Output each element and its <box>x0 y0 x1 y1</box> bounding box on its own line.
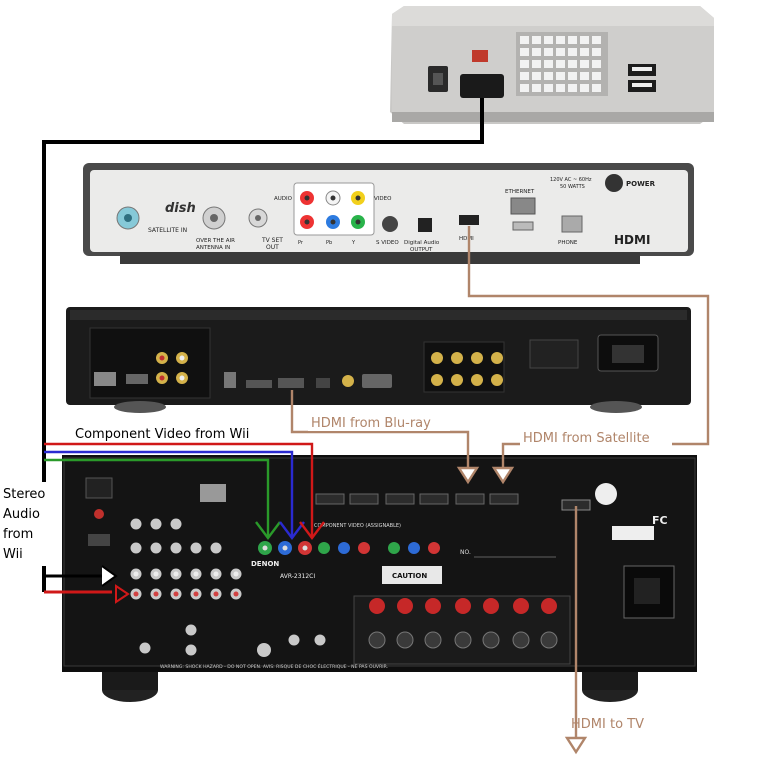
component-green-cable <box>44 458 270 536</box>
wii-av-cable <box>42 98 484 592</box>
svg-text:50 WATTS: 50 WATTS <box>560 184 585 190</box>
s-video-jack <box>382 216 398 232</box>
phone-port <box>561 215 583 233</box>
svg-text:Y: Y <box>351 240 356 246</box>
svg-text:120V AC ~ 60Hz: 120V AC ~ 60Hz <box>550 177 592 183</box>
tv-set-out-label: TV SET <box>261 237 283 244</box>
svg-text:ANTENNA IN: ANTENNA IN <box>196 245 230 251</box>
component-video-inputs <box>258 541 440 555</box>
speaker-terminals <box>353 595 571 665</box>
bluray-ethernet <box>94 372 116 386</box>
component-blue-cable <box>44 450 294 536</box>
dish-logo: dish <box>165 201 196 216</box>
video-label: VIDEO <box>374 196 392 202</box>
svg-text:Pb: Pb <box>326 240 332 246</box>
svg-text:PHONE: PHONE <box>558 240 578 246</box>
csa-logo <box>595 483 617 505</box>
bluray-hdmi-port <box>278 378 304 388</box>
svg-text:POWER: POWER <box>626 180 656 188</box>
bluray-hdmi-out <box>126 374 148 384</box>
digital-audio-port <box>418 218 432 232</box>
hdmi-logo: HDMI <box>614 233 650 247</box>
power-button <box>605 174 623 192</box>
svg-text:NO.: NO. <box>460 549 471 556</box>
receiver-model: AVR-2312CI <box>280 573 315 580</box>
svg-text:OUT: OUT <box>266 244 279 251</box>
component-red-cable <box>44 442 314 536</box>
svg-text:S VIDEO: S VIDEO <box>376 240 399 246</box>
fc-logo: FC <box>652 514 668 527</box>
label-stereo-audio-line: Stereo <box>3 487 45 502</box>
hdmi-bluray-cable <box>290 390 470 474</box>
svg-text:CAUTION: CAUTION <box>392 572 427 580</box>
receiver-brand: DENON <box>251 560 279 568</box>
satellite-receiver: dish SATELLITE IN OVER THE AIR ANTENNA I… <box>83 163 694 264</box>
component-video-label: COMPONENT VIDEO (ASSIGNABLE) <box>314 523 401 529</box>
receiver-ethernet-port <box>200 484 226 502</box>
ethernet-port <box>510 197 536 215</box>
ota-antenna-label: OVER THE AIR <box>196 238 235 244</box>
receiver-hdmi-inputs <box>315 493 519 505</box>
wii-av-multi-out <box>460 74 504 98</box>
svg-text:OUTPUT: OUTPUT <box>410 247 433 253</box>
label-hdmi-satellite: HDMI from Satellite <box>523 431 650 446</box>
hdmi-port <box>459 215 479 225</box>
wii-av-marker <box>472 50 488 62</box>
svg-text:Digital Audio: Digital Audio <box>404 240 440 246</box>
svg-text:Pr: Pr <box>298 240 304 246</box>
hdmi-satellite-cable <box>467 226 710 474</box>
wii-console <box>390 6 714 124</box>
audio-label: AUDIO <box>274 196 293 202</box>
receiver-rca-jacks <box>130 518 326 657</box>
av-receiver: COMPONENT VIDEO (ASSIGNABLE) DENON AVR-2… <box>62 455 697 702</box>
svg-text:WARNING: SHOCK HAZARD - DO NOT: WARNING: SHOCK HAZARD - DO NOT OPEN. AVI… <box>160 662 388 670</box>
svg-text:HDMI: HDMI <box>459 236 474 242</box>
usb-port <box>512 221 534 231</box>
label-hdmi-bluray: HDMI from Blu-ray <box>311 416 431 431</box>
satellite-in-label: SATELLITE IN <box>148 227 187 234</box>
label-hdmi-tv: HDMI to TV <box>571 717 644 732</box>
wii-vent-grid <box>516 32 608 96</box>
bluray-player <box>66 307 691 413</box>
label-stereo-audio: Stereo Audio from Wii <box>3 487 50 562</box>
svg-text:ETHERNET: ETHERNET <box>505 189 535 195</box>
windows-logo <box>612 526 654 540</box>
label-component-video: Component Video from Wii <box>75 427 249 442</box>
